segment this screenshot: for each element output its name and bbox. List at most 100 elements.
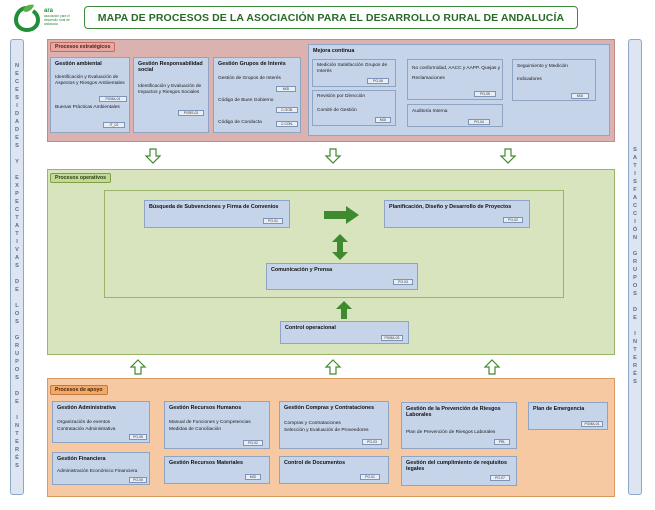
box-text: Revisión por Dirección bbox=[317, 94, 365, 99]
box-text: Identificación y Evaluación de Impactos … bbox=[138, 84, 202, 95]
box-auditoria-interna: Auditoría Interna PG-04 bbox=[407, 104, 503, 127]
process-code: PG-02 bbox=[243, 440, 263, 446]
box-busqueda-subvenciones: Búsqueda de Subvenciones y Firma de Conv… bbox=[144, 200, 290, 228]
box-text: Plan de Prevención de Riesgos Laborales bbox=[406, 430, 496, 435]
box-revision-direccion: Revisión por Dirección Comité de Gestión… bbox=[312, 90, 396, 126]
right-bar-text: SATISFACCIÓN GRUPOS DE INTERÉS bbox=[632, 147, 638, 387]
box-cumplimiento-legal: Gestión del cumplimiento de requisitos l… bbox=[401, 456, 517, 486]
box-text: Indicadores bbox=[517, 77, 542, 82]
ara-logo: ara asociación para el desarrollo rural … bbox=[14, 4, 84, 34]
box-text: Código de Conducta bbox=[218, 120, 262, 125]
box-text: Contratación Administrativa bbox=[57, 427, 116, 432]
box-text: Organización de eventos bbox=[57, 420, 111, 425]
updown-arrow-icon bbox=[332, 234, 348, 260]
process-code: PRL bbox=[494, 439, 510, 445]
right-satisfaction-bar: SATISFACCIÓN GRUPOS DE INTERÉS bbox=[628, 39, 642, 495]
box-title: Gestión Recursos Materiales bbox=[169, 460, 244, 466]
box-gestion-administrativa: Gestión Administrativa Organización de e… bbox=[52, 401, 150, 443]
process-code: C.GOB. bbox=[276, 107, 298, 113]
process-code: PG-01 bbox=[360, 474, 380, 480]
left-bar-text: NECESIDADES Y EXPECTATIVAS DE LOS GRUPOS… bbox=[14, 63, 20, 471]
strategic-section-label: Procesos estratégicos bbox=[50, 42, 116, 52]
box-text: Medidas de Conciliación bbox=[169, 427, 221, 432]
box-title: Planificación, Diseño y Desarrollo de Pr… bbox=[389, 204, 512, 210]
box-planificacion-proyectos: Planificación, Diseño y Desarrollo de Pr… bbox=[384, 200, 530, 228]
box-comunicacion-prensa: Comunicación y Prensa PO-03 bbox=[266, 263, 418, 290]
process-code: PO-02 bbox=[503, 217, 523, 223]
box-title: Gestión de la Prevención de Riesgos Labo… bbox=[406, 406, 501, 419]
box-text: Gestión de Grupos de Interés bbox=[218, 76, 281, 81]
box-title: Gestión Administrativa bbox=[57, 405, 116, 411]
box-title: Mejora continua bbox=[313, 48, 355, 54]
process-code: PGMA-03 bbox=[381, 335, 403, 341]
box-text: Compras y Contrataciones bbox=[284, 421, 341, 426]
box-text: Auditoría Interna bbox=[412, 109, 448, 114]
box-text: No conformidad, AACC y AAPP. Quejas y Re… bbox=[412, 66, 501, 81]
box-text: Buenas Prácticas Ambientales bbox=[55, 105, 120, 110]
box-medicion-satisfaccion: Medición Satisfacción Grupos de Interés … bbox=[312, 59, 396, 87]
left-expectations-bar: NECESIDADES Y EXPECTATIVAS DE LOS GRUPOS… bbox=[10, 39, 24, 495]
box-title: Gestión Compras y Contrataciones bbox=[284, 405, 375, 411]
box-text: Seguimiento y Medición bbox=[517, 64, 568, 69]
process-code: PO-03 bbox=[393, 279, 413, 285]
box-text: Medición Satisfacción Grupos de Interés bbox=[317, 63, 388, 74]
process-code: PO-05 bbox=[129, 477, 147, 483]
leaf-logo-icon bbox=[14, 4, 40, 32]
box-compras-contrataciones: Gestión Compras y Contrataciones Compras… bbox=[279, 401, 389, 449]
process-code: PG-06 bbox=[367, 78, 389, 84]
support-section-label: Procesos de apoyo bbox=[50, 385, 108, 395]
process-code: PG-03 bbox=[362, 439, 382, 445]
box-text: Código de Buen Gobierno bbox=[218, 98, 274, 103]
logo-word: ara bbox=[44, 8, 54, 14]
box-title: Control de Documentos bbox=[284, 460, 346, 466]
box-grupos-interes: Gestión Grupos de Interés Gestión de Gru… bbox=[213, 57, 301, 133]
process-code: MGI bbox=[245, 474, 261, 480]
box-title: Gestión Recursos Humanos bbox=[169, 405, 242, 411]
right-arrow-icon bbox=[324, 206, 359, 224]
box-control-operacional: Control operacional PGMA-03 bbox=[280, 321, 409, 344]
box-text: Selección y Evaluación de Proveedores bbox=[284, 428, 369, 433]
logo-subtitle: asociación para el desarrollo rural de a… bbox=[44, 14, 70, 26]
box-gestion-financiera: Gestión Financiera Administración Económ… bbox=[52, 452, 150, 485]
box-title: Plan de Emergencia bbox=[533, 406, 585, 412]
process-code: PO-01 bbox=[263, 218, 283, 224]
process-code: PGMA-01 bbox=[99, 96, 127, 102]
box-text: Identificación y Evaluación de Aspectos … bbox=[55, 75, 125, 86]
box-prevencion-riesgos: Gestión de la Prevención de Riesgos Labo… bbox=[401, 402, 517, 449]
process-code: MGI bbox=[571, 93, 589, 99]
process-code: PO-05 bbox=[129, 434, 147, 440]
process-code: C.CON. bbox=[276, 121, 298, 127]
box-plan-emergencia: Plan de Emergencia PGMA-01 bbox=[528, 402, 608, 430]
page-title-box: MAPA DE PROCESOS DE LA ASOCIACIÓN PARA E… bbox=[84, 6, 578, 29]
box-title: Control operacional bbox=[285, 325, 336, 331]
process-code: PG-04 bbox=[468, 119, 490, 125]
page-title: MAPA DE PROCESOS DE LA ASOCIACIÓN PARA E… bbox=[97, 11, 565, 24]
box-title: Gestión Financiera bbox=[57, 456, 106, 462]
box-title: Búsqueda de Subvenciones y Firma de Conv… bbox=[149, 204, 279, 210]
up-arrow-icon bbox=[336, 301, 352, 319]
box-control-documentos: Control de Documentos PG-01 bbox=[279, 456, 389, 484]
up-arrow-icon bbox=[129, 359, 147, 375]
box-recursos-materiales: Gestión Recursos Materiales MGI bbox=[164, 456, 270, 484]
process-code: IT_02 bbox=[103, 122, 125, 128]
up-arrow-icon bbox=[483, 359, 501, 375]
box-title: Comunicación y Prensa bbox=[271, 267, 333, 273]
process-code: PG-07 bbox=[490, 475, 510, 481]
operative-section-label: Procesos operativos bbox=[50, 173, 112, 183]
process-code: PGRS-02 bbox=[178, 110, 204, 116]
process-code: MGI bbox=[375, 117, 391, 123]
box-text: Comité de Gestión bbox=[317, 108, 357, 113]
process-code: PGMA-01 bbox=[581, 421, 603, 427]
down-arrow-icon bbox=[144, 148, 162, 164]
box-title: Gestión ambiental bbox=[55, 61, 102, 67]
box-text: Administración Económico Financiera bbox=[57, 469, 138, 474]
box-text: Manual de Funciones y Competencias bbox=[169, 420, 251, 425]
box-gestion-ambiental: Gestión ambiental Identificación y Evalu… bbox=[50, 57, 130, 133]
box-title: Gestión Responsabilidad social bbox=[138, 61, 203, 74]
process-code: MGI bbox=[276, 86, 296, 92]
box-title: Gestión Grupos de Interés bbox=[218, 61, 286, 67]
box-seguimiento-medicion: Seguimiento y Medición Indicadores MGI bbox=[512, 59, 596, 101]
down-arrow-icon bbox=[324, 148, 342, 164]
up-arrow-icon bbox=[324, 359, 342, 375]
box-recursos-humanos: Gestión Recursos Humanos Manual de Funci… bbox=[164, 401, 270, 449]
